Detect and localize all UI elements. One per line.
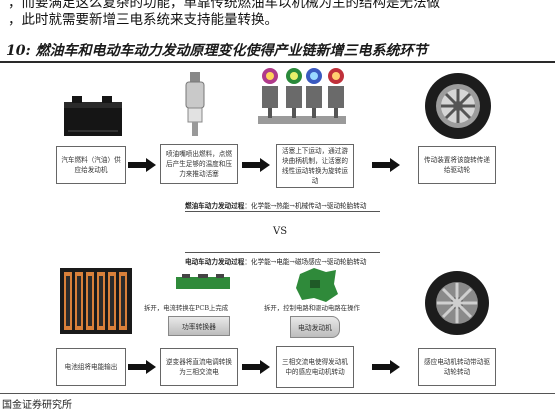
ev-step-2-box: 逆变器将直流电调转换为三相交流电 <box>160 348 238 386</box>
bottom-divider <box>0 393 555 394</box>
fuel-tank-icon <box>64 96 122 136</box>
ev-process-rule <box>185 252 380 253</box>
intro-line-2: ，此时就需要新增三电系统来支持能量转换。 <box>8 12 278 28</box>
figure-title: 10: 燃油车和电动车动力发动原理变化使得产业链新增三电系统环节 <box>6 43 428 59</box>
engine-pistons-icon <box>258 68 346 124</box>
control-board-icon <box>296 268 338 302</box>
arrow-right-icon <box>372 158 400 172</box>
arrow-right-icon <box>372 360 400 374</box>
pcb-board-icon <box>176 274 230 289</box>
arrow-right-icon <box>128 158 156 172</box>
fuel-step-2-box: 喷油嘴喷出燃料，点燃后产生足够的温度和压力来推动活塞 <box>160 144 238 184</box>
battery-pack-icon <box>60 268 132 334</box>
ev-process-chain: ：化学能→电能→磁场感应→驱动轮胎转动 <box>244 258 367 266</box>
fuel-injector-icon <box>185 72 205 136</box>
arrow-right-icon <box>128 360 156 374</box>
vs-label: VS <box>273 226 288 237</box>
fuel-process-text: 燃油车动力发动过程：化学能→热能→机械传动→驱动轮胎转动 <box>185 200 366 210</box>
fuel-step-1-box: 汽车燃料（汽油）供应给发动机 <box>56 146 126 184</box>
motor-caption: 拆开，控制电路和驱动电路在操作 <box>264 304 360 312</box>
arrow-right-icon <box>242 360 270 374</box>
wheel-icon <box>425 73 491 139</box>
fuel-process-label: 燃油车动力发动过程 <box>185 202 245 210</box>
wheel-icon <box>425 271 489 335</box>
ev-process-label: 电动车动力发动过程 <box>185 258 245 266</box>
electric-motor-device: 电动发动机 <box>290 316 340 338</box>
arrow-right-icon <box>242 158 270 172</box>
inverter-caption: 拆开，电流转换在PCB上完成 <box>144 304 229 312</box>
fuel-process-rule <box>185 211 380 212</box>
ev-process-text: 电动车动力发动过程：化学能→电能→磁场感应→驱动轮胎转动 <box>185 256 366 266</box>
fuel-process-chain: ：化学能→热能→机械传动→驱动轮胎转动 <box>244 202 367 210</box>
title-divider <box>0 61 555 63</box>
ev-step-3-box: 三相交流电使得发动机中的感应电动机转动 <box>276 346 354 388</box>
source-note: 国金证券研究所 <box>2 400 72 411</box>
inverter-device: 功率转换器 <box>168 316 230 336</box>
fuel-step-4-box: 传动装置将该旋转传递给驱动轮 <box>418 146 496 184</box>
ev-step-4-box: 感应电动机转动带动驱动轮转动 <box>418 348 496 386</box>
fuel-step-3-box: 活塞上下运动，通过游块曲柄机制，让活塞的线性运动转换为旋转运动 <box>276 144 354 188</box>
intro-line-1: ，而要满足这么复杂的功能，单靠传统燃油车以机械为主的结构是无法做 <box>8 0 440 11</box>
ev-step-1-box: 电池组将电能输出 <box>56 348 126 386</box>
